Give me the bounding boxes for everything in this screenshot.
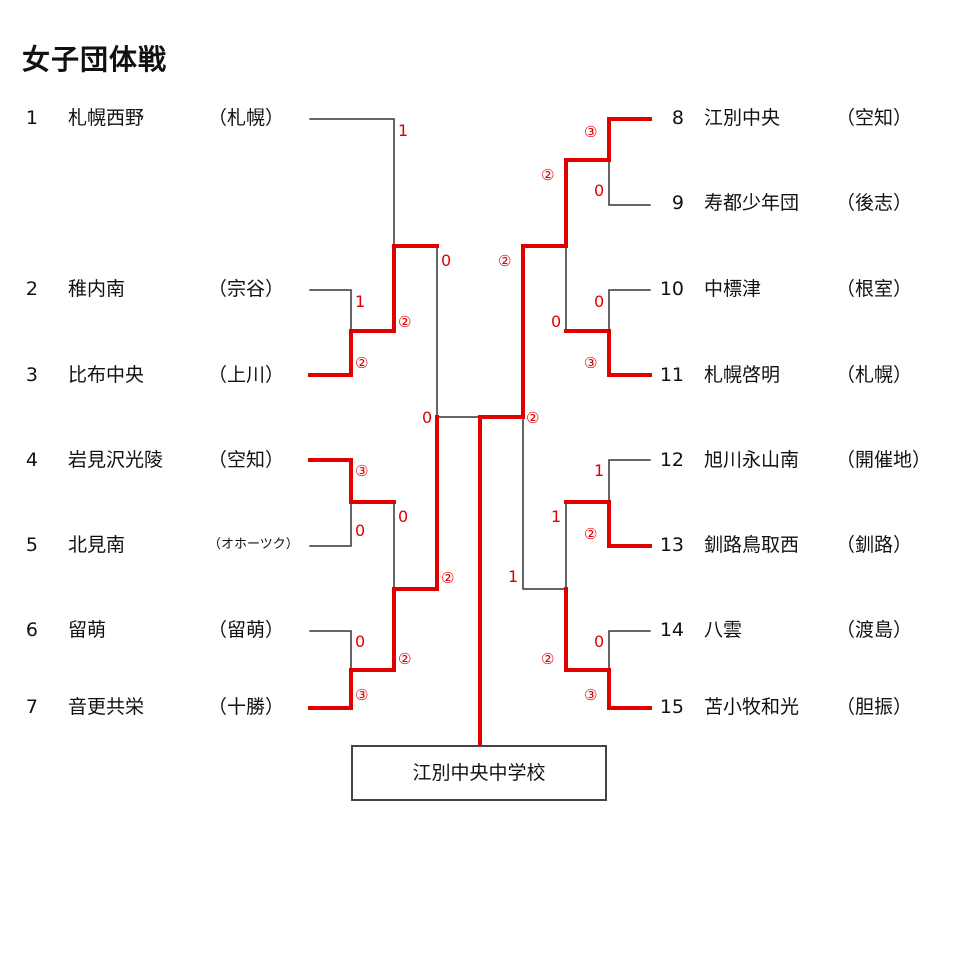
score-team-14: 0 xyxy=(594,632,604,651)
score-4v5: 0 xyxy=(398,507,408,526)
team-region: （留萌） xyxy=(208,619,285,641)
team-region: （十勝） xyxy=(208,696,285,718)
team-seed: 15 xyxy=(659,696,684,718)
score-team-4: ③ xyxy=(355,462,368,480)
score-team-5: 0 xyxy=(355,521,365,540)
team-name: 八雲 xyxy=(704,619,743,641)
team-region: （オホーツク） xyxy=(208,537,299,552)
score-team-1: 1 xyxy=(398,121,408,140)
bracket-line-team-8 xyxy=(478,117,652,419)
team-region: （札幌） xyxy=(208,107,285,129)
team-region: （根室） xyxy=(836,278,913,300)
team-region: （開催地） xyxy=(836,449,932,471)
score-10v11: 0 xyxy=(551,312,561,331)
team-seed: 8 xyxy=(671,107,684,129)
score-team-10: 0 xyxy=(594,292,604,311)
team-name: 寿都少年団 xyxy=(704,192,800,214)
team-region: （胆振） xyxy=(836,696,913,718)
team-name: 音更共栄 xyxy=(68,696,145,718)
team-seed: 12 xyxy=(659,449,684,471)
team-name: 札幌啓明 xyxy=(704,364,781,386)
champion-box: 江別中央中学校 xyxy=(351,745,607,801)
team-name: 岩見沢光陵 xyxy=(68,449,164,471)
bracket-line-team-4 xyxy=(308,458,396,504)
score-team-9: 0 xyxy=(594,181,604,200)
team-name: 釧路鳥取西 xyxy=(704,534,800,556)
team-seed: 10 xyxy=(659,278,684,300)
team-seed: 5 xyxy=(25,534,38,556)
team-seed: 6 xyxy=(25,619,38,641)
score-sf-bottom-right: 1 xyxy=(508,567,518,586)
bracket-line-team-13 xyxy=(564,500,652,548)
bracket-line-team-15 xyxy=(564,587,652,710)
score-14v15: ② xyxy=(541,650,554,668)
score-team-2: 1 xyxy=(355,292,365,311)
bracket-line-team-11 xyxy=(564,329,652,377)
score-8v9: ② xyxy=(541,166,554,184)
score-12v13: 1 xyxy=(551,507,561,526)
bracket-line-12v13-winner xyxy=(479,416,567,590)
team-region: （後志） xyxy=(836,192,913,214)
team-seed: 1 xyxy=(25,107,38,129)
team-name: 苫小牧和光 xyxy=(704,696,800,718)
score-team-15: ③ xyxy=(584,686,597,704)
team-seed: 13 xyxy=(659,534,684,556)
team-seed: 4 xyxy=(25,449,38,471)
team-name: 江別中央 xyxy=(704,107,781,129)
score-team-6: 0 xyxy=(355,632,365,651)
team-seed: 2 xyxy=(25,278,38,300)
team-seed: 14 xyxy=(659,619,684,641)
team-region: （宗谷） xyxy=(208,278,285,300)
score-6v7: ② xyxy=(398,650,411,668)
bracket-line-team-14 xyxy=(608,630,651,671)
team-seed: 3 xyxy=(25,364,38,386)
team-seed: 11 xyxy=(659,364,684,386)
team-name: 留萌 xyxy=(68,619,107,641)
team-region: （渡島） xyxy=(836,619,913,641)
bracket-line-team-3 xyxy=(308,244,439,377)
team-name: 旭川永山南 xyxy=(704,449,800,471)
score-team-3: ② xyxy=(355,354,368,372)
bracket-line-team-9 xyxy=(608,159,651,206)
bracket-line-sf-top-left xyxy=(436,245,481,418)
team-region: （札幌） xyxy=(836,364,913,386)
team-region: （釧路） xyxy=(836,534,913,556)
team-region: （空知） xyxy=(208,449,285,471)
score-sf-top-left: 0 xyxy=(441,251,451,270)
score-team-13: ② xyxy=(584,525,597,543)
bracket-line-team-10 xyxy=(608,289,651,332)
team-name: 比布中央 xyxy=(68,364,145,386)
team-region: （上川） xyxy=(208,364,285,386)
team-name: 北見南 xyxy=(68,534,126,556)
bracket-line-team-2 xyxy=(309,289,352,332)
team-seed: 7 xyxy=(25,696,38,718)
score-final-right: ② xyxy=(526,409,539,427)
score-sf-top-right: ② xyxy=(498,252,511,270)
team-name: 稚内南 xyxy=(68,278,126,300)
score-final-left: 0 xyxy=(422,408,432,427)
score-team-12: 1 xyxy=(594,461,604,480)
bracket-line-team-7 xyxy=(308,415,439,710)
bracket-line-team-12 xyxy=(608,459,651,503)
score-team-7: ③ xyxy=(355,686,368,704)
team-name: 札幌西野 xyxy=(68,107,145,129)
score-team-11: ③ xyxy=(584,354,597,372)
team-seed: 9 xyxy=(671,192,684,214)
team-region: （空知） xyxy=(836,107,913,129)
team-name: 中標津 xyxy=(704,278,762,300)
score-team-8: ③ xyxy=(584,123,597,141)
score-sf-bottom-left: ② xyxy=(441,569,454,587)
bracket-line-team-5 xyxy=(309,501,352,547)
page-title: 女子団体戦 xyxy=(22,43,168,76)
bracket-line-team-1 xyxy=(309,118,395,247)
score-2v3: ② xyxy=(398,313,411,331)
bracket-line-team-6 xyxy=(309,630,352,671)
